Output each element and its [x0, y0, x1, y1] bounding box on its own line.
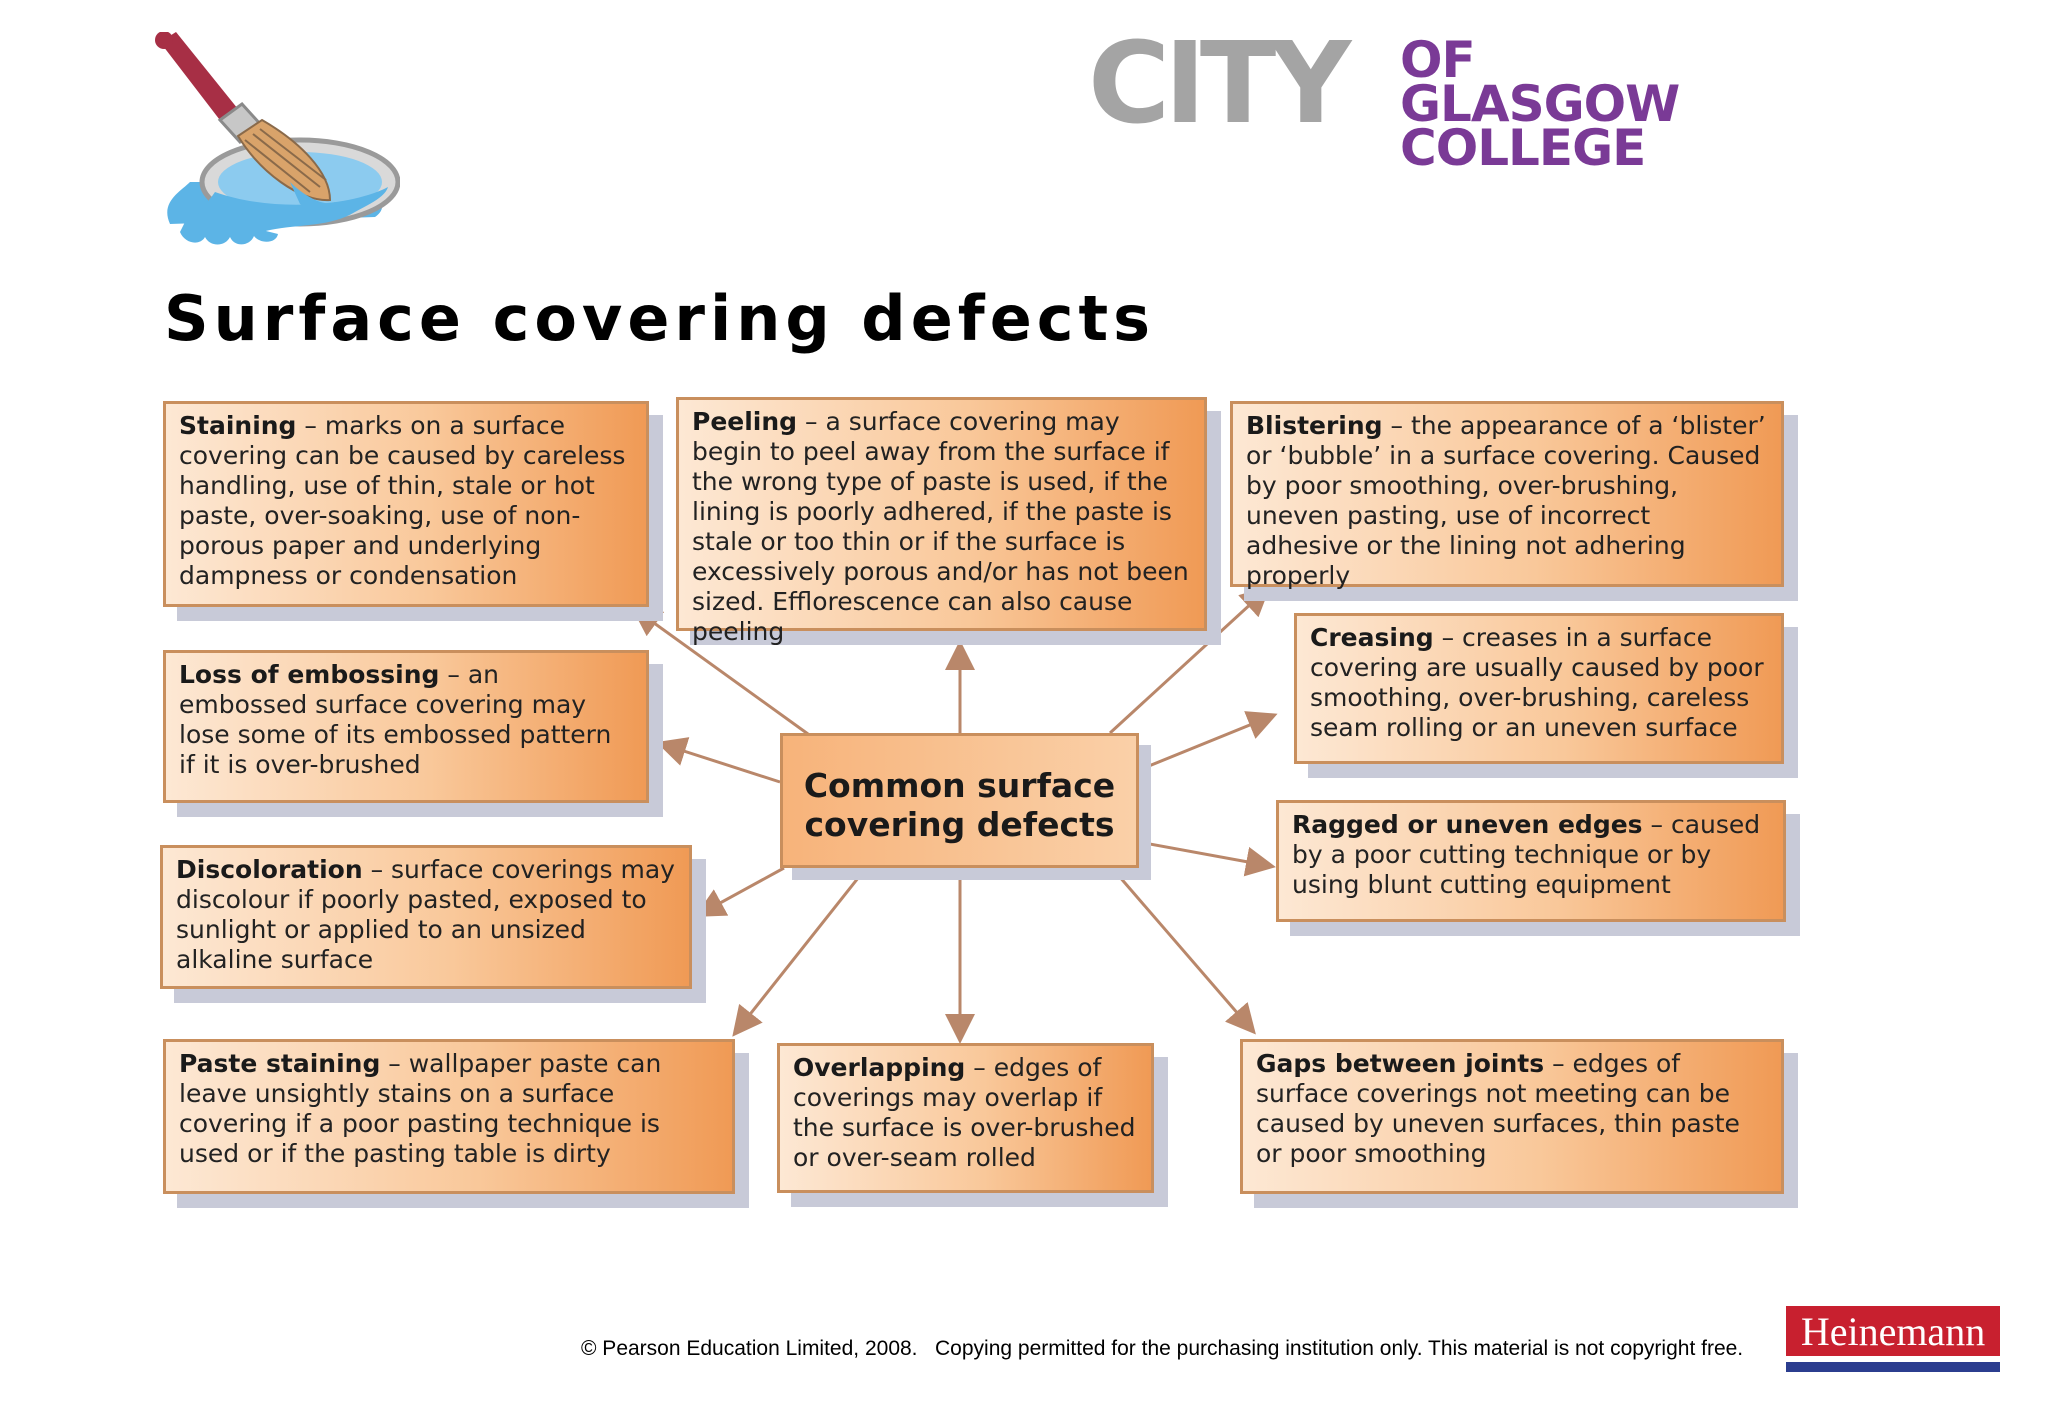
page-title: Surface covering defects — [164, 282, 1156, 355]
defect-term: Loss of embossing — [179, 660, 440, 689]
arrow-loss-of-embossing — [656, 737, 781, 784]
defect-term: Gaps between joints — [1256, 1049, 1545, 1078]
defect-description: – the appearance of a ‘blister’ or ‘bubb… — [1246, 411, 1766, 590]
defect-term: Paste staining — [179, 1049, 381, 1078]
defect-term: Peeling — [692, 407, 798, 436]
arrow-discoloration — [694, 866, 785, 917]
defect-peeling: Peeling – a surface covering may begin t… — [676, 397, 1207, 646]
defect-staining: Staining – marks on a surface covering c… — [163, 401, 649, 607]
defect-paste-staining: Paste staining – wallpaper paste can lea… — [163, 1039, 735, 1194]
arrow-paste-staining — [732, 867, 868, 1037]
defect-term: Staining — [179, 411, 297, 440]
defect-description: – edges of coverings may overlap if the … — [793, 1053, 1136, 1172]
defect-description: – an embossed surface covering may lose … — [179, 660, 612, 779]
arrow-staining — [631, 606, 809, 736]
publisher-stripe-blue — [1786, 1362, 2000, 1372]
defect-description: – surface coverings may discolour if poo… — [176, 855, 675, 974]
defect-description: – caused by a poor cutting technique or … — [1292, 810, 1761, 899]
defect-overlapping: Overlapping – edges of coverings may ove… — [777, 1043, 1154, 1193]
central-node-line1: Common surface — [803, 766, 1116, 805]
publisher-name: Heinemann — [1800, 1309, 1986, 1354]
publisher-stripe-white — [1786, 1356, 2000, 1362]
publisher-logo: Heinemann — [1786, 1306, 2000, 1372]
defect-description: – wallpaper paste can leave unsightly st… — [179, 1049, 662, 1168]
defect-discoloration: Discoloration – surface coverings may di… — [160, 845, 692, 989]
arrow-ragged-edges — [1138, 840, 1276, 877]
defect-blistering: Blistering – the appearance of a ‘bliste… — [1230, 401, 1784, 590]
logo-college: COLLEGE — [1400, 119, 1646, 177]
logo-subtext: OF GLASGOW COLLEGE — [1400, 31, 1758, 177]
logo-city-text: CITY — [1088, 19, 1351, 149]
defect-term: Creasing — [1310, 623, 1434, 652]
arrow-gaps — [1110, 867, 1256, 1035]
central-node: Common surface covering defects — [780, 733, 1139, 868]
defect-term: Ragged or uneven edges — [1292, 810, 1643, 839]
defect-gaps-between-joints: Gaps between joints – edges of surface c… — [1240, 1039, 1784, 1194]
central-node-line2: covering defects — [804, 805, 1115, 844]
defect-description: – a surface covering may begin to peel a… — [692, 407, 1189, 646]
defect-description: – edges of surface coverings not meeting… — [1256, 1049, 1740, 1168]
arrow-blistering — [1108, 585, 1271, 735]
defect-creasing: Creasing – creases in a surface covering… — [1294, 613, 1784, 764]
copyright-footer: © Pearson Education Limited, 2008. Copyi… — [581, 1337, 1744, 1360]
defect-term: Blistering — [1246, 411, 1383, 440]
arrow-creasing — [1138, 711, 1278, 772]
defect-description: – creases in a surface covering are usua… — [1310, 623, 1764, 742]
defect-loss-of-embossing: Loss of embossing – an embossed surface … — [163, 650, 649, 803]
defect-ragged-edges: Ragged or uneven edges – caused by a poo… — [1276, 800, 1786, 922]
paint-brush-icon — [155, 32, 400, 245]
defect-description: – marks on a surface covering can be cau… — [179, 411, 626, 590]
defect-term: Overlapping — [793, 1053, 966, 1082]
defect-term: Discoloration — [176, 855, 363, 884]
college-logo: CITY OF GLASGOW COLLEGE — [1088, 28, 1758, 173]
logo-of-glasgow: OF GLASGOW — [1400, 31, 1680, 133]
